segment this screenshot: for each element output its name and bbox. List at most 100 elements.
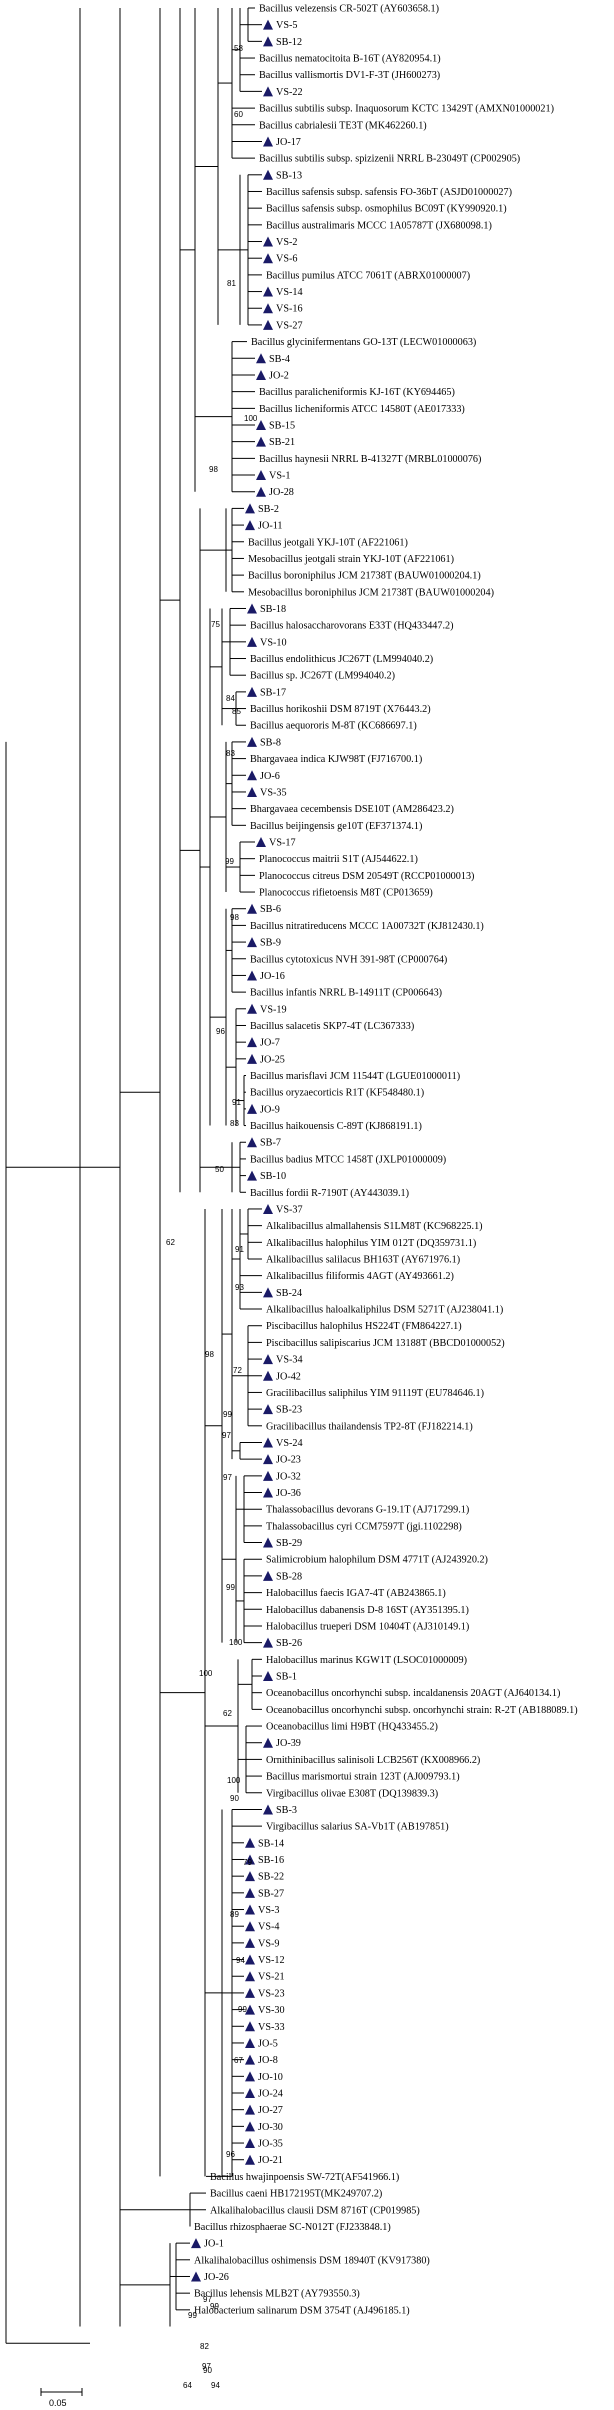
isolate-marker-icon [247, 636, 257, 647]
bootstrap-value: 100 [199, 1669, 213, 1678]
taxon-label: Bacillus caeni HB172195T(MK249707.2) [210, 2189, 382, 2200]
taxon-label: Bacillus aequororis M-8T (KC686697.1) [250, 721, 417, 732]
taxon-label: Piscibacillus salipiscarius JCM 13188T (… [266, 1338, 505, 1349]
taxon-label: SB-14 [258, 1838, 284, 1849]
isolate-marker-icon [263, 1370, 273, 1381]
bootstrap-value: 98 [230, 913, 239, 922]
bootstrap-value: 62 [166, 1238, 175, 1247]
taxon-label: VS-1 [269, 471, 291, 482]
bootstrap-value: 99 [226, 1583, 235, 1592]
isolate-marker-icon [247, 770, 257, 781]
taxon-label: VS-27 [276, 320, 303, 331]
taxon-label: Oceanobacillus limi H9BT (HQ433455.2) [266, 1722, 438, 1733]
taxon-label: SB-26 [276, 1638, 302, 1649]
isolate-marker-icon [247, 1053, 257, 1064]
isolate-marker-icon [245, 2054, 255, 2065]
taxon-label: Bacillus sp. JC267T (LM994040.2) [250, 671, 395, 682]
scale-bar: 0.05 [40, 2388, 83, 2408]
isolate-marker-icon [245, 2071, 255, 2082]
isolate-marker-icon [247, 1103, 257, 1114]
taxon-label: Bacillus oryzaecorticis R1T (KF548480.1) [250, 1088, 424, 1099]
taxon-label: Alkalibacillus filiformis 4AGT (AY493661… [266, 1271, 454, 1282]
taxon-label: JO-35 [258, 2139, 283, 2150]
taxon-label: Bacillus beijingensis ge10T (EF371374.1) [250, 821, 422, 832]
taxon-label: VS-19 [260, 1004, 287, 1015]
taxon-label: JO-1 [204, 2239, 224, 2250]
taxon-label: Halobacterium salinarum DSM 3754T (AJ496… [194, 2305, 410, 2316]
taxon-label: Bacillus rhizosphaerae SC-N012T (FJ23384… [194, 2222, 391, 2233]
isolate-marker-icon [263, 1354, 273, 1365]
taxon-label: Planococcus citreus DSM 20549T (RCCP0100… [259, 871, 474, 882]
isolate-marker-icon [245, 1937, 255, 1948]
taxon-label: VS-10 [260, 637, 287, 648]
isolate-marker-icon [263, 319, 273, 330]
taxon-label: Bacillus licheniformis ATCC 14580T (AE01… [259, 404, 465, 415]
bootstrap-value: 98 [209, 465, 218, 474]
taxon-label: SB-18 [260, 604, 286, 615]
taxon-label: Piscibacillus halophilus HS224T (FM86422… [266, 1321, 462, 1332]
isolate-marker-icon [263, 1671, 273, 1681]
taxon-label: Bacillus fordii R-7190T (AY443039.1) [250, 1188, 409, 1199]
taxon-label: Bacillus safensis subsp. osmophilus BC09… [266, 204, 507, 215]
bootstrap-value: 60 [234, 110, 243, 119]
taxon-label: Bhargavaea indica KJW98T (FJ716700.1) [250, 754, 422, 765]
isolate-marker-icon [247, 970, 257, 981]
taxon-label: Bacillus nitratireducens MCCC 1A00732T (… [250, 921, 484, 932]
taxon-label: SB-24 [276, 1288, 302, 1299]
taxon-label: Alkalibacillus almallahensis S1LM8T (KC9… [266, 1221, 483, 1232]
taxon-label: JO-32 [276, 1471, 301, 1482]
taxon-label: Bhargavaea cecembensis DSE10T (AM286423.… [250, 804, 454, 815]
bootstrap-value: 83 [226, 749, 235, 758]
taxon-label: JO-11 [258, 521, 283, 532]
taxon-label: Halobacillus dabanensis D-8 16ST (AY3513… [266, 1605, 469, 1616]
taxon-label: Bacillus safensis subsp. safensis FO-36b… [266, 187, 512, 198]
taxon-label: JO-2 [269, 370, 289, 381]
taxon-label: VS-14 [276, 287, 303, 298]
isolate-marker-icon [256, 486, 266, 497]
taxon-label: JO-7 [260, 1038, 280, 1049]
isolate-marker-icon [245, 1854, 255, 1865]
taxon-label: Halobacillus faecis IGA7-4T (AB243865.1) [266, 1588, 446, 1599]
taxon-label: Gracilibacillus thailandensis TP2-8T (FJ… [266, 1421, 473, 1432]
taxon-label: SB-3 [276, 1805, 297, 1816]
taxon-label: Alkalibacillus halophilus YIM 012T (DQ35… [266, 1238, 476, 1249]
taxon-label: Ornithinibacillus salinisoli LCB256T (KX… [266, 1755, 480, 1766]
taxon-label: VS-33 [258, 2022, 285, 2033]
taxon-label: SB-12 [276, 37, 302, 48]
taxon-label: VS-6 [276, 254, 298, 265]
bootstrap-value: 91 [232, 1098, 241, 1107]
isolate-marker-icon [245, 2138, 255, 2149]
taxon-label: SB-7 [260, 1138, 281, 1149]
taxon-label: SB-21 [269, 437, 295, 448]
tree-branches [5, 7, 262, 2344]
isolate-marker-icon [256, 353, 266, 364]
isolate-marker-icon [263, 1437, 273, 1448]
bootstrap-value: 79 [243, 1858, 252, 1867]
taxon-labels: Bacillus velezensis CR-502T (AY603658.1)… [194, 4, 578, 2317]
bootstrap-value: 91 [235, 1245, 244, 1254]
taxon-label: SB-22 [258, 1872, 284, 1883]
bootstrap-value: 99 [188, 2311, 197, 2320]
taxon-label: JO-25 [260, 1054, 285, 1065]
taxon-label: Alkalibacillus haloalkaliphilus DSM 5271… [266, 1305, 503, 1316]
isolate-marker-icon [247, 937, 257, 948]
isolate-marker-icon [247, 786, 257, 797]
taxon-label: SB-6 [260, 904, 281, 915]
taxon-label: SB-29 [276, 1538, 302, 1549]
taxon-label: Bacillus australimaris MCCC 1A05787T (JX… [266, 220, 492, 231]
taxon-label: Bacillus marismortui strain 123T (AJ0097… [266, 1772, 460, 1783]
taxon-label: Mesobacillus boroniphilus JCM 21738T (BA… [248, 587, 494, 598]
isolate-marker-icon [263, 253, 273, 264]
taxon-label: SB-4 [269, 354, 290, 365]
taxon-label: Bacillus nematocitoita B-16T (AY820954.1… [259, 54, 441, 65]
taxon-label: Planococcus rifietoensis M8T (CP013659) [259, 888, 433, 899]
taxon-label: VS-9 [258, 1938, 280, 1949]
bootstrap-value: 90 [203, 2366, 212, 2375]
taxon-label: VS-16 [276, 304, 303, 315]
taxon-label: Mesobacillus jeotgali strain YKJ-10T (AF… [248, 554, 454, 565]
taxon-label: JO-6 [260, 771, 280, 782]
taxon-label: SB-10 [260, 1171, 286, 1182]
bootstrap-value: 96 [226, 2150, 235, 2159]
isolate-marker-icon [247, 1003, 257, 1014]
bootstrap-value: 99 [225, 857, 234, 866]
